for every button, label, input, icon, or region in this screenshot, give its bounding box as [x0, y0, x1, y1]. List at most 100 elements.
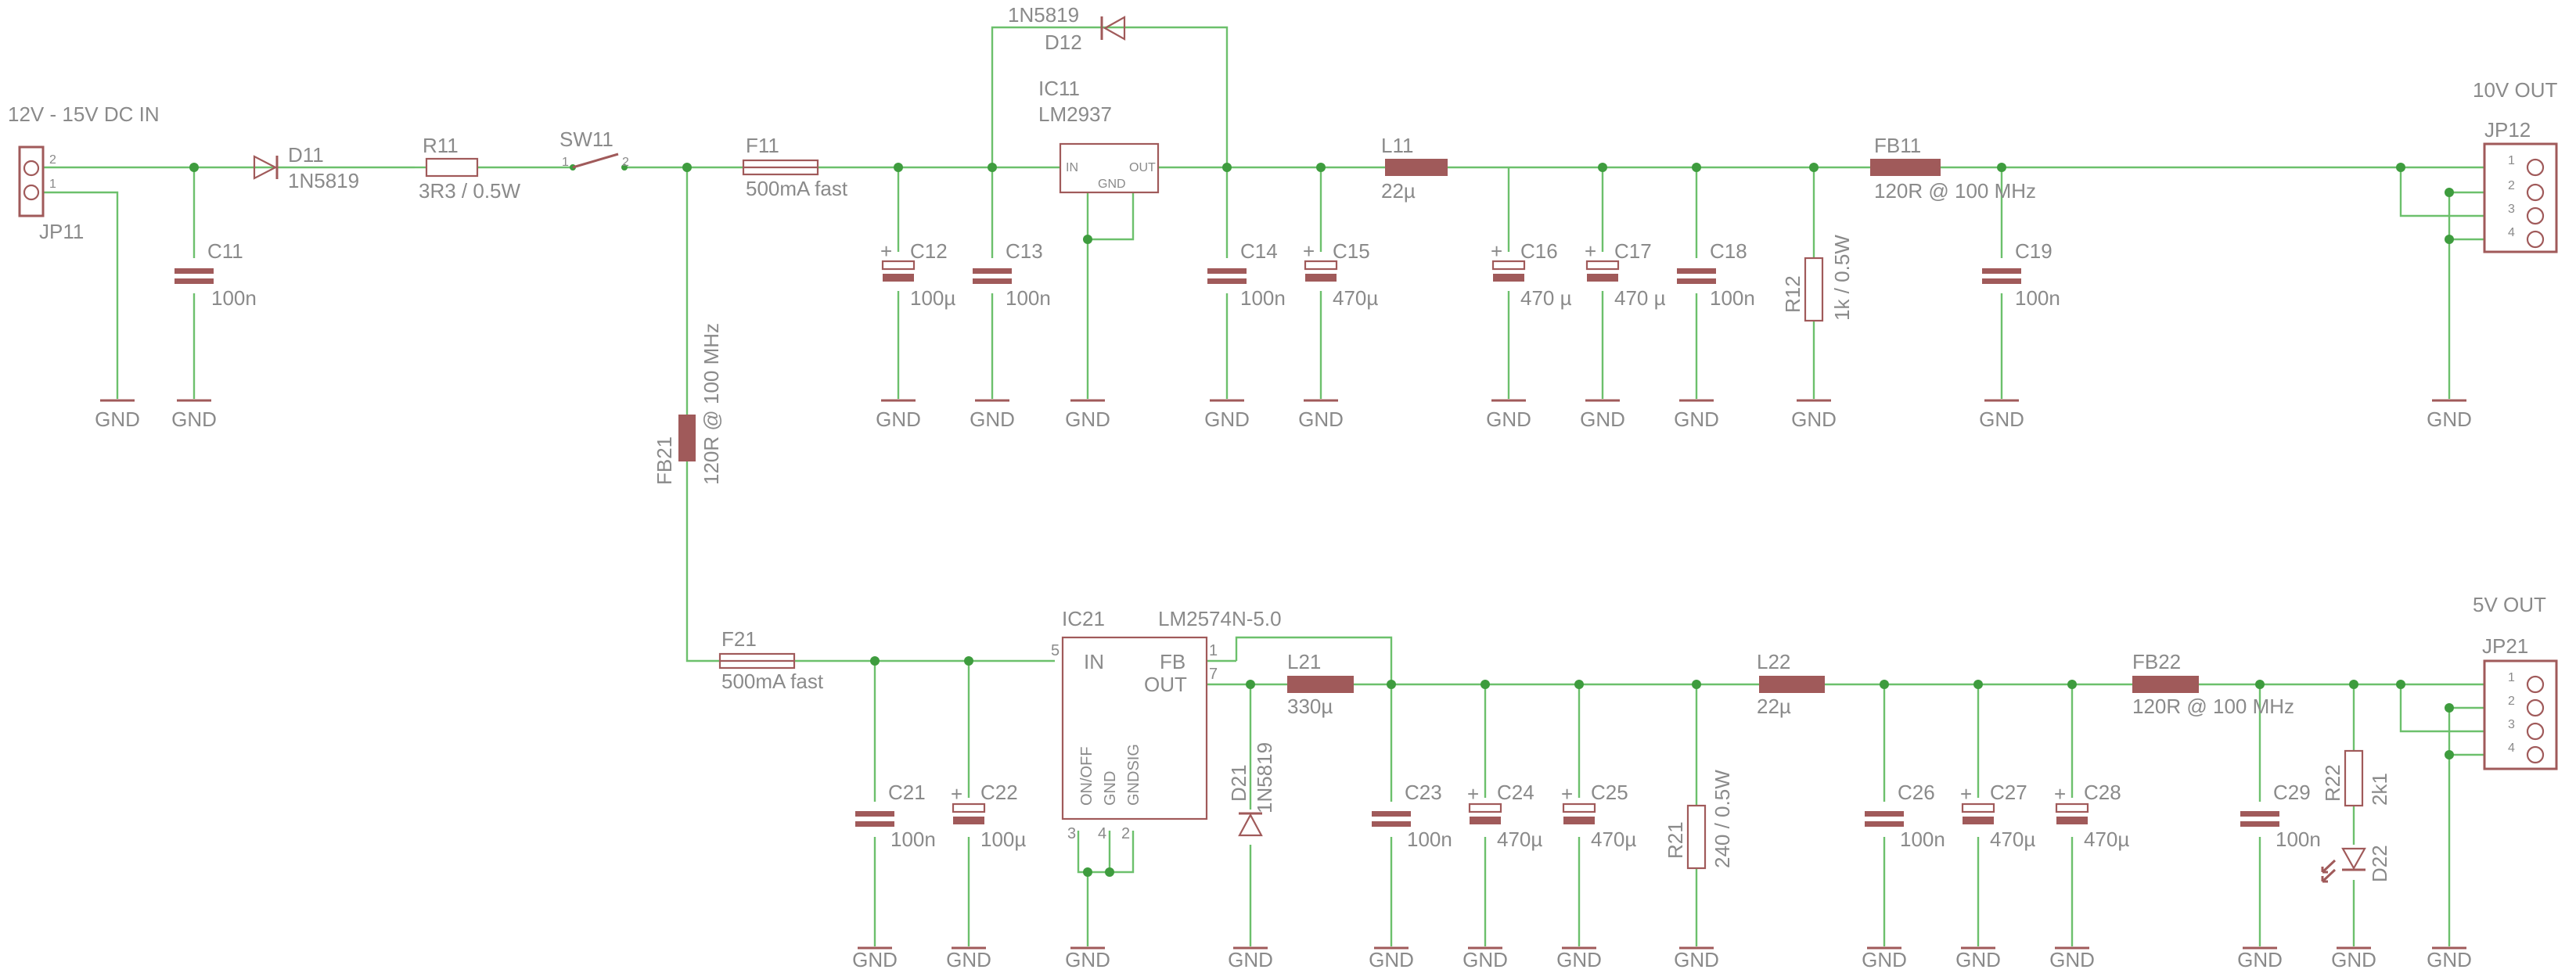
svg-text:1N5819: 1N5819 — [1008, 3, 1079, 27]
led-d22: D22 — [2321, 845, 2391, 883]
svg-text:C23: C23 — [1405, 781, 1442, 804]
svg-text:IC11: IC11 — [1038, 77, 1080, 100]
svg-text:2: 2 — [2508, 179, 2515, 192]
svg-text:330µ: 330µ — [1287, 695, 1333, 718]
gnd-label: GND — [1228, 948, 1273, 971]
capacitor-c12: + C12 100µ — [880, 239, 955, 310]
diode-d11: D11 1N5819 — [250, 143, 359, 192]
svg-text:2: 2 — [1121, 825, 1130, 842]
capacitor-c25: + C25 470µ — [1561, 781, 1636, 851]
fuse-f11: F11 500mA fast — [742, 134, 848, 200]
resistor-r21: R21 240 / 0.5W — [1664, 770, 1734, 870]
svg-text:100n: 100n — [2276, 828, 2321, 851]
capacitor-c19: C19 100n — [1982, 239, 2060, 310]
svg-text:OUT: OUT — [1144, 673, 1187, 696]
svg-text:IN: IN — [1066, 161, 1078, 174]
switch-sw11: SW11 1 2 — [559, 127, 629, 171]
gnd-label: GND — [1065, 408, 1110, 431]
svg-text:+: + — [880, 239, 892, 263]
svg-text:470µ: 470µ — [1333, 286, 1378, 310]
svg-text:240 / 0.5W: 240 / 0.5W — [1711, 770, 1734, 868]
resistor-r22: R22 2k1 — [2321, 749, 2391, 807]
svg-text:GND: GND — [1102, 771, 1119, 806]
svg-text:GND: GND — [1098, 178, 1126, 191]
svg-text:+: + — [1585, 239, 1596, 263]
svg-text:500mA fast: 500mA fast — [746, 177, 848, 200]
svg-text:D11: D11 — [288, 143, 324, 167]
svg-text:L11: L11 — [1381, 134, 1413, 157]
gnd-label: GND — [1862, 948, 1907, 971]
input-label: 12V - 15V DC IN — [8, 102, 160, 126]
svg-text:FB21: FB21 — [653, 436, 676, 485]
svg-text:IN: IN — [1084, 650, 1104, 673]
gnd-label: GND — [1369, 948, 1414, 971]
gnd-label: GND — [970, 408, 1015, 431]
svg-text:FB11: FB11 — [1874, 134, 1921, 157]
connector-jp11: 2 1 12V - 15V DC IN JP11 — [8, 102, 160, 243]
svg-text:C25: C25 — [1591, 781, 1628, 804]
gnd-label: GND — [2427, 948, 2472, 971]
svg-text:4: 4 — [2508, 226, 2515, 239]
gnd-label: GND — [946, 948, 991, 971]
diode-d12: 1N5819 D12 — [1008, 3, 1127, 54]
capacitor-c13: C13 100n — [973, 239, 1051, 310]
svg-text:22µ: 22µ — [1757, 695, 1791, 718]
gnd-label: GND — [1065, 948, 1110, 971]
svg-text:470µ: 470µ — [1497, 828, 1542, 851]
svg-text:FB: FB — [1160, 650, 1185, 673]
svg-text:100n: 100n — [1407, 828, 1452, 851]
svg-text:C16: C16 — [1520, 239, 1558, 263]
svg-text:R21: R21 — [1664, 821, 1687, 859]
svg-text:ON/OFF: ON/OFF — [1078, 746, 1096, 806]
svg-text:C12: C12 — [910, 239, 948, 263]
gnd-label: GND — [1486, 408, 1531, 431]
capacitor-c27: + C27 470µ — [1960, 781, 2035, 851]
svg-text:1: 1 — [49, 178, 56, 191]
svg-text:FB22: FB22 — [2132, 650, 2181, 673]
capacitor-c18: C18 100n — [1677, 239, 1755, 310]
svg-text:100n: 100n — [1710, 286, 1755, 310]
svg-text:+: + — [1960, 782, 1972, 806]
gnd-label: GND — [852, 948, 898, 971]
capacitor-c17: + C17 470 µ — [1585, 239, 1666, 310]
svg-text:OUT: OUT — [1129, 161, 1156, 174]
capacitor-c21: C21 100n — [855, 781, 936, 851]
svg-text:L22: L22 — [1757, 650, 1790, 673]
connector-jp12: 1 2 3 4 10V OUT JP12 — [2473, 78, 2558, 253]
svg-text:22µ: 22µ — [1381, 179, 1416, 203]
svg-text:2k1: 2k1 — [2368, 773, 2391, 806]
svg-text:1: 1 — [2508, 671, 2515, 684]
out10-label: 10V OUT — [2473, 78, 2557, 102]
svg-text:C11: C11 — [207, 239, 243, 263]
gnd-label: GND — [2331, 948, 2376, 971]
capacitor-c26: C26 100n — [1865, 781, 1945, 851]
svg-text:1N5819: 1N5819 — [288, 169, 359, 192]
svg-text:LM2574N-5.0: LM2574N-5.0 — [1158, 607, 1282, 630]
svg-text:R12: R12 — [1781, 275, 1804, 313]
svg-text:3R3 / 0.5W: 3R3 / 0.5W — [419, 179, 521, 203]
svg-text:+: + — [951, 782, 962, 806]
svg-text:1: 1 — [562, 156, 569, 169]
svg-text:D22: D22 — [2368, 845, 2391, 882]
capacitor-c16: + C16 470 µ — [1491, 239, 1572, 310]
svg-text:2: 2 — [49, 153, 56, 167]
inductor-l11: L11 22µ — [1381, 134, 1448, 203]
svg-text:C29: C29 — [2273, 781, 2311, 804]
svg-text:4: 4 — [1098, 825, 1106, 842]
gnd-label: GND — [1791, 408, 1837, 431]
svg-text:LM2937: LM2937 — [1038, 102, 1112, 126]
svg-text:C17: C17 — [1614, 239, 1652, 263]
ferrite-fb11: FB11 120R @ 100 MHz — [1870, 134, 2036, 203]
svg-text:3: 3 — [2508, 203, 2515, 216]
svg-text:D12: D12 — [1045, 31, 1082, 54]
svg-text:C26: C26 — [1898, 781, 1935, 804]
svg-text:F11: F11 — [746, 134, 779, 157]
svg-text:470µ: 470µ — [2084, 828, 2129, 851]
svg-text:D21: D21 — [1227, 764, 1250, 802]
capacitor-c24: + C24 470µ — [1467, 781, 1542, 851]
svg-text:5: 5 — [1051, 642, 1060, 659]
fuse-f21: F21 500mA fast — [718, 627, 824, 693]
svg-text:100n: 100n — [211, 286, 257, 310]
gnd-label: GND — [1674, 408, 1719, 431]
svg-text:120R @ 100 MHz: 120R @ 100 MHz — [2132, 695, 2294, 718]
